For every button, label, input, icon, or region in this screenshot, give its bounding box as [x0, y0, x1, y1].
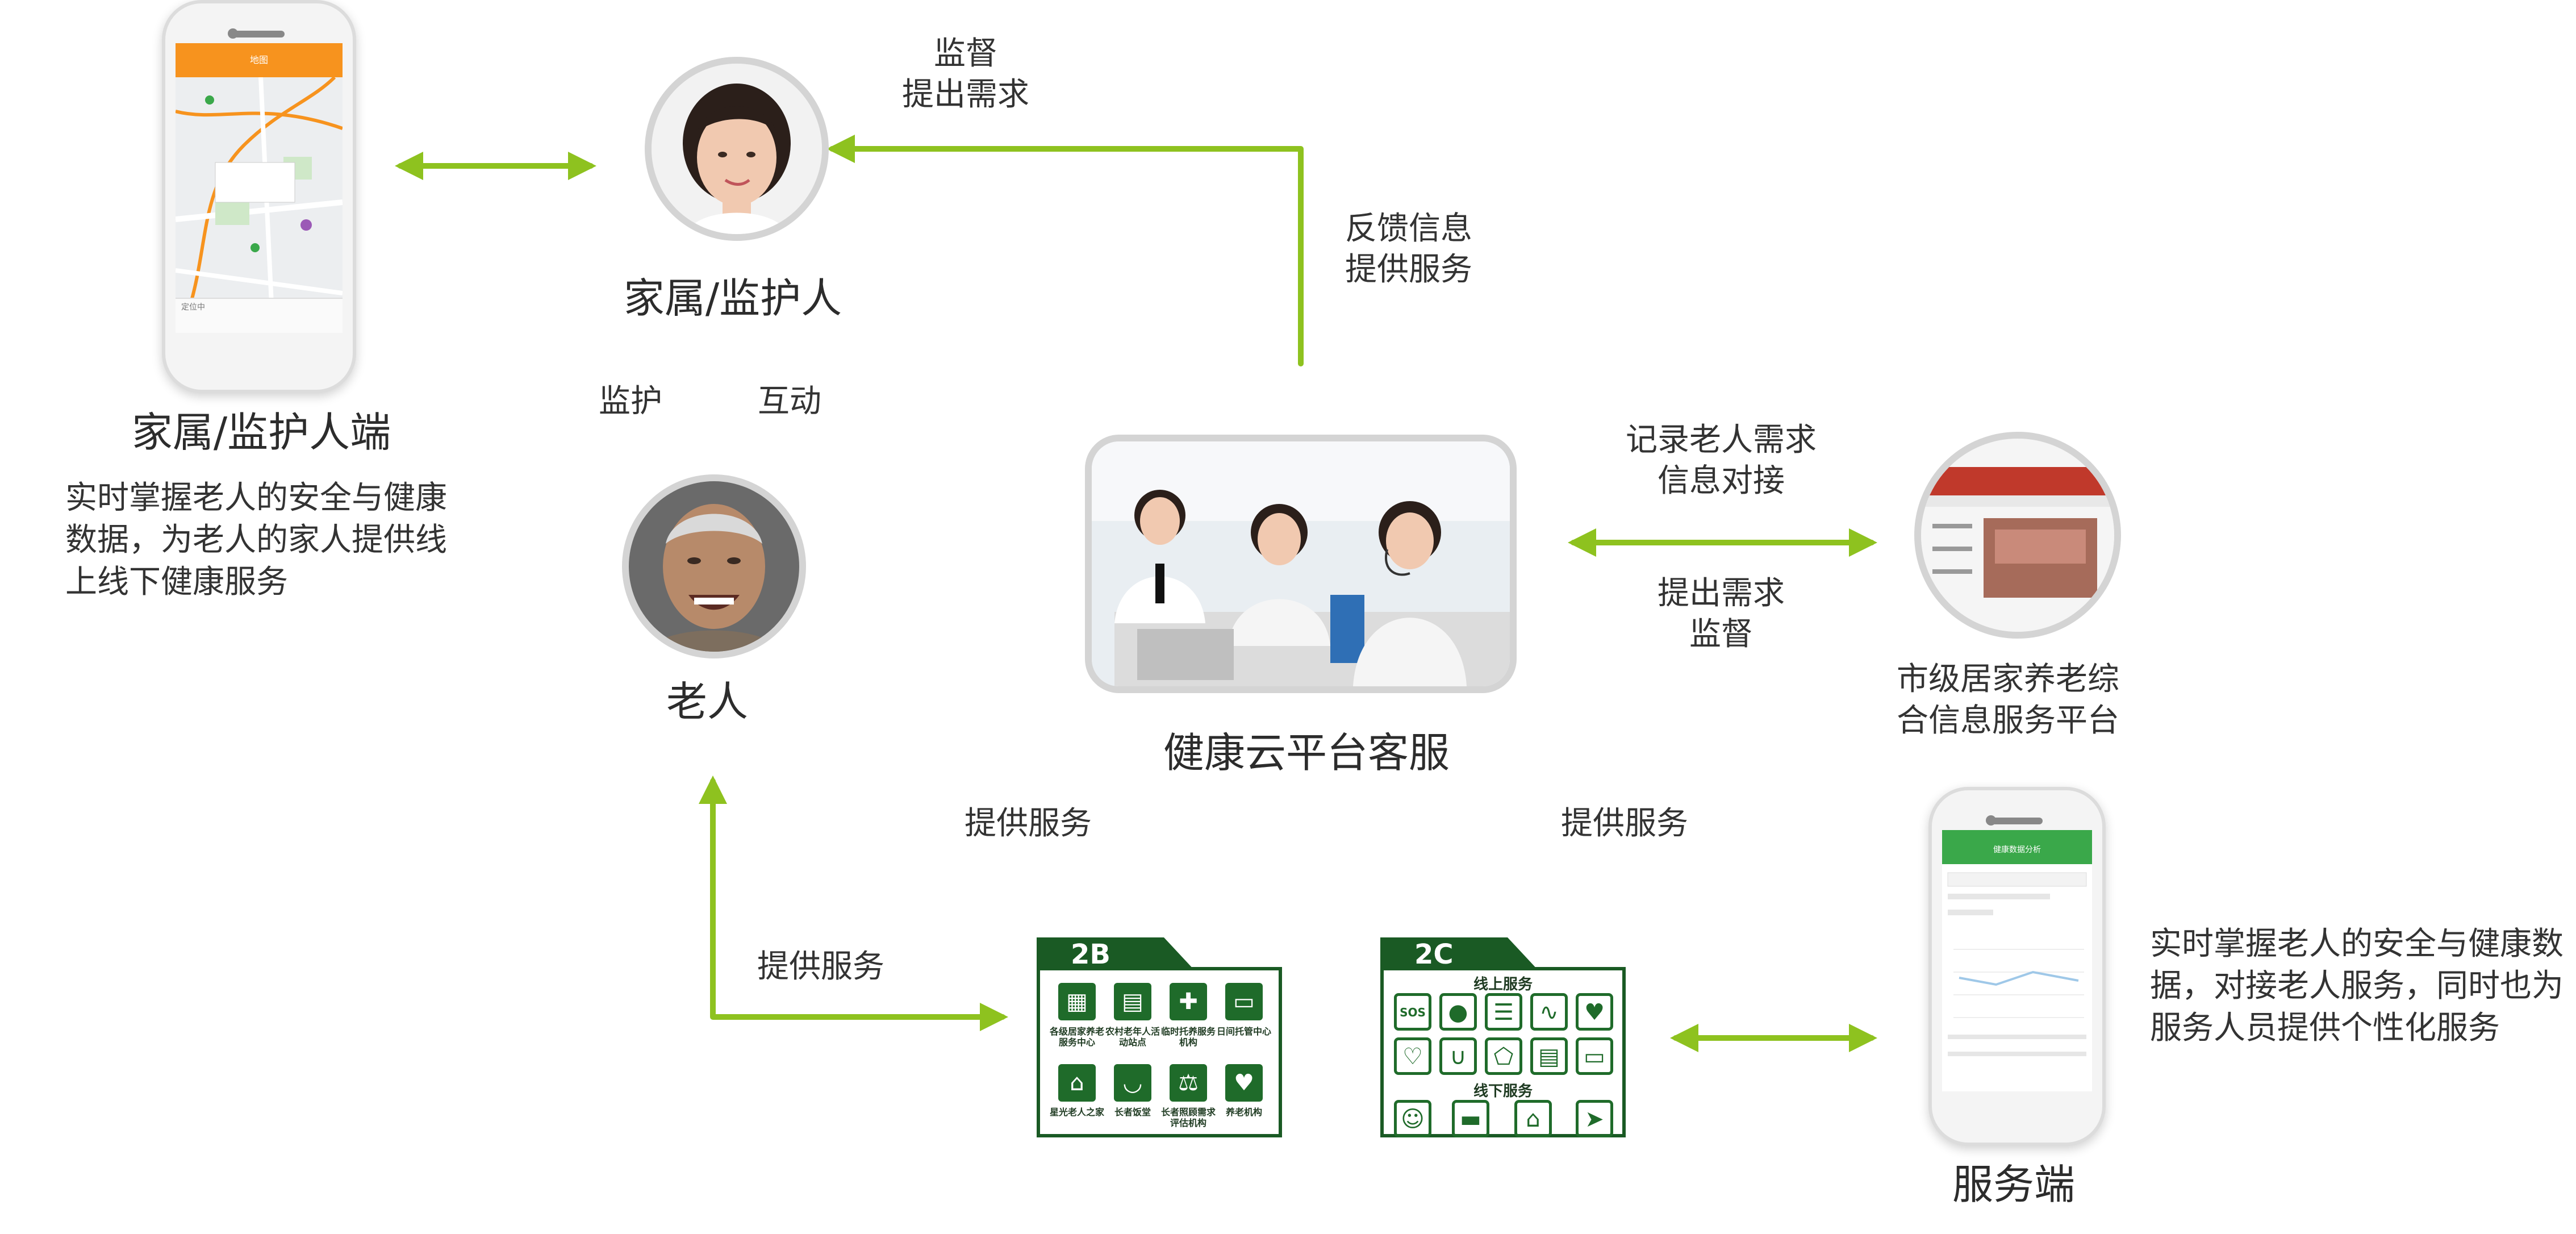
speaker-icon: [1992, 818, 2043, 824]
map-footer: 定位中: [176, 298, 343, 333]
bank-card-icon: ▭: [1576, 1037, 1613, 1075]
care-icon: ♥: [1225, 1064, 1263, 1102]
stethoscope-icon: ∪: [1439, 1037, 1477, 1075]
label-request-top: 提出需求: [902, 76, 1029, 113]
service-app-desc: 实时掌握老人的安全与健康数据，对接老人服务，同时也为服务人员提供个性化服务: [2150, 926, 2564, 1047]
app-header-bar: 地图: [176, 43, 343, 77]
service-center-photo: [1085, 435, 1517, 693]
elder-avatar: [622, 474, 806, 658]
bed-icon: ▬: [1452, 1100, 1489, 1137]
service-center-title: 健康云平台客服: [1163, 729, 1450, 777]
label-provide-top: 提供服务: [1345, 251, 1472, 288]
ecg-icon: ∿: [1530, 993, 1568, 1031]
call-center-staff-image: [1092, 441, 1510, 686]
hospital-icon: ✚: [1170, 983, 1207, 1020]
care-icon: ☺: [1394, 1100, 1431, 1137]
box-2b: 2B ▦ ▤ ✚ ▭ 各级居家养老服务中心 农村老年人活动站点 临时托养服务机构…: [1037, 937, 1282, 1137]
label-request-right: 提出需求: [1658, 575, 1785, 612]
label-provide-2b: 提供服务: [965, 805, 1092, 842]
web-portal-image: [1921, 439, 2114, 632]
location-icon: ●: [1439, 993, 1477, 1031]
online-services-title: 线上服务: [1473, 976, 1533, 993]
building-icon: ▦: [1058, 983, 1096, 1020]
scale-icon: ⚖: [1170, 1064, 1207, 1102]
family-title: 家属/监护人: [623, 274, 842, 322]
label-2b-1: 各级居家养老服务中心: [1049, 1026, 1104, 1048]
woman-portrait-icon: [652, 64, 822, 234]
building-icon: ▤: [1114, 983, 1151, 1020]
box-2b-body: ▦ ▤ ✚ ▭ 各级居家养老服务中心 农村老年人活动站点 临时托养服务机构 日间…: [1037, 967, 1282, 1137]
label-monitor: 监护: [599, 383, 662, 420]
arrow-center-family: [826, 135, 1304, 366]
map-screen: 地图 定位中: [176, 43, 343, 333]
label-2b-2: 农村老年人活动站点: [1105, 1026, 1160, 1048]
label-feedback: 反馈信息: [1345, 210, 1472, 247]
label-2b-4: 日间托管中心: [1216, 1026, 1271, 1037]
box-2c-body: 线上服务 SOS ● ☰ ∿ ♥ ♡ ∪ ⬠ ▤ ▭ 线下服务 ☺ ▬ ⌂ ➤: [1380, 967, 1626, 1137]
heartbeat-icon: ♡: [1394, 1037, 1431, 1075]
bed-icon: ▭: [1225, 983, 1263, 1020]
old-man-portrait-icon: [629, 481, 799, 652]
bowl-icon: ◡: [1114, 1064, 1151, 1102]
label-supervise-top: 监督: [934, 35, 997, 72]
box-2b-tag: 2B: [1037, 937, 1196, 972]
label-2b-7: 长者照顾需求评估机构: [1160, 1107, 1216, 1129]
checklist-icon: ☰: [1485, 993, 1522, 1031]
label-dock: 信息对接: [1658, 462, 1785, 499]
elder-title: 老人: [666, 678, 748, 726]
report-icon: ▤: [1530, 1037, 1568, 1075]
city-platform-title: 市级居家养老综合信息服务平台: [1897, 661, 2119, 739]
app-header-bar: 健康数据分析: [1942, 830, 2092, 864]
city-platform-screenshot: [1914, 432, 2121, 639]
label-record: 记录老人需求: [1626, 422, 1817, 458]
label-2b-6: 长者饭堂: [1114, 1107, 1151, 1118]
offline-services-title: 线下服务: [1473, 1083, 1533, 1100]
box-2c: 2C 线上服务 SOS ● ☰ ∿ ♥ ♡ ∪ ⬠ ▤ ▭ 线下服务 ☺ ▬ ⌂…: [1380, 937, 1626, 1137]
label-provide-2c: 提供服务: [1561, 805, 1688, 842]
health-data-screen: 健康数据分析: [1942, 830, 2092, 1091]
service-app-title: 服务端: [1952, 1161, 2075, 1208]
arrow-elder-2b: [699, 776, 1008, 1031]
health-line-chart: [1947, 872, 2087, 1056]
family-app-phone: 地图 定位中: [162, 0, 356, 393]
family-app-title: 家属/监护人端: [131, 408, 391, 456]
map-view: [176, 77, 343, 316]
label-provide-elder: 提供服务: [757, 948, 884, 985]
family-app-desc: 实时掌握老人的安全与健康数据，为老人的家人提供线上线下健康服务: [65, 480, 447, 601]
label-2b-8: 养老机构: [1225, 1107, 1262, 1118]
speaker-icon: [233, 31, 285, 37]
pentagon-icon: ⬠: [1485, 1037, 1522, 1075]
service-app-phone: 健康数据分析: [1928, 787, 2106, 1146]
family-avatar: [645, 57, 829, 241]
home-icon: ⌂: [1514, 1100, 1552, 1137]
label-supervise-right: 监督: [1689, 616, 1753, 653]
label-2b-5: 星光老人之家: [1049, 1107, 1104, 1118]
label-2b-3: 临时托养服务机构: [1160, 1026, 1216, 1048]
box-2c-tag: 2C: [1380, 937, 1539, 972]
label-interact: 互动: [758, 383, 821, 420]
heart-hands-icon: ♥: [1576, 993, 1613, 1031]
sos-icon: SOS: [1394, 993, 1431, 1031]
delivery-icon: ➤: [1576, 1100, 1613, 1137]
home-icon: ⌂: [1058, 1064, 1096, 1102]
